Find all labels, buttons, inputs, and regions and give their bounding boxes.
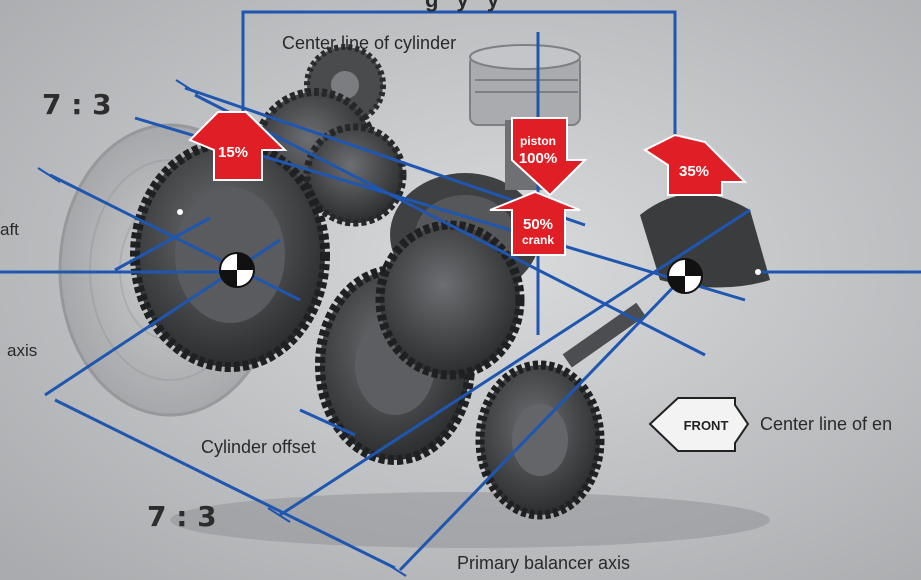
crank-percent-label: 50% [523,216,553,233]
piston-percent-label: 100% [519,150,557,167]
ratio-upper: 7 : 3 [42,88,112,121]
crank-arrow-icon: 50% crank [489,190,581,256]
front-arrow-icon: FRONT [648,397,750,452]
center-line-cylinder-label: Center line of cylinder [282,33,457,53]
arrow-35-icon: 35% [642,133,748,196]
axis-partial-label: axis [7,341,38,360]
dimension-ticks [37,79,407,577]
piston-arrow-icon: piston 100% [511,117,588,197]
center-line-engine-label: Center line of en [760,414,893,434]
arrow-15-icon: 15% [188,111,288,181]
ratio-lower: 7 : 3 [147,500,217,533]
floor-shadow [170,492,770,548]
piston-word-label: piston [520,134,556,148]
cylinder-offset-label: Cylinder offset [201,437,316,457]
primary-balancer-axis-label: Primary balancer axis [457,553,631,573]
top-partial-label: g y y [425,0,505,13]
measurement-lines [0,10,921,572]
arrow-35-label: 35% [679,163,709,180]
front-label: FRONT [684,418,729,433]
crank-axis-marker [667,258,703,294]
main-shaft-axis-marker [219,252,255,288]
crank-word-label: crank [522,233,554,247]
shaft-partial-label: aft [0,220,19,239]
arrow-15-label: 15% [218,144,248,161]
